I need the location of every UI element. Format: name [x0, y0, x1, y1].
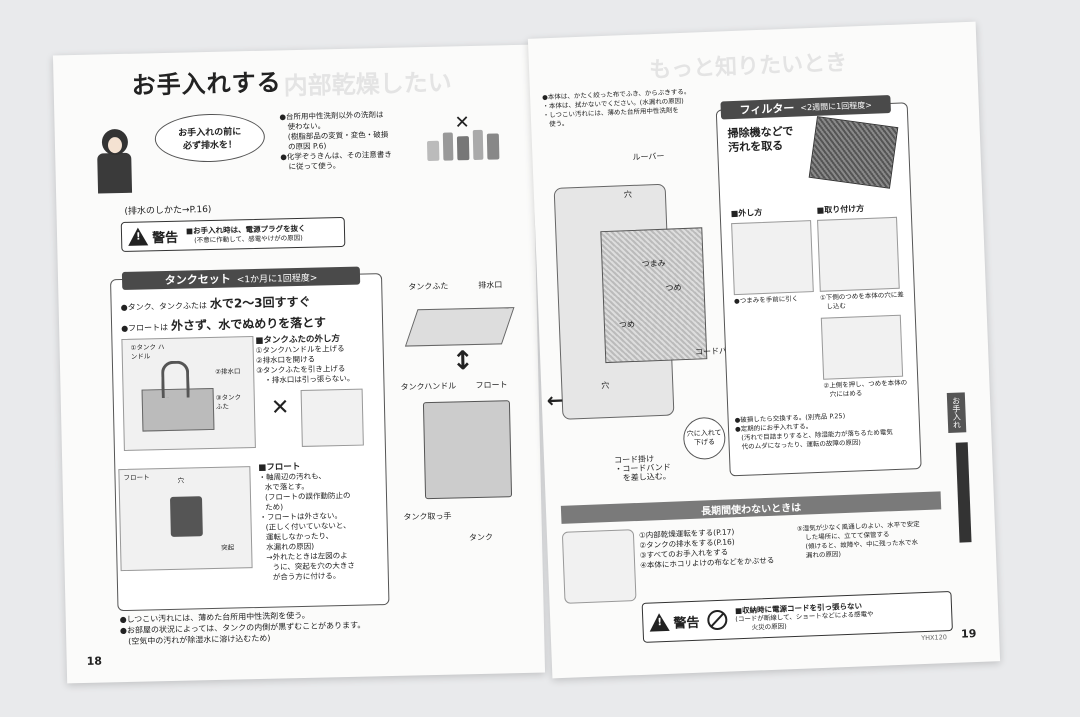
float-notes: ■フロート ・軸周辺の汚れも、水で落とす。(フロートの誤作動防止のため)・フロー… [258, 461, 355, 582]
body-notes: ●本体は、かたく絞った布でふき、からぶきする。・本体は、拭かないでください。(水… [541, 87, 691, 129]
tank-lid-diagram [404, 307, 515, 347]
hang-note: 穴に入れて下げる [682, 416, 727, 461]
ghost-title: もっと知りたいとき [648, 50, 848, 84]
tank-diagram [422, 400, 513, 500]
label-grip: タンク取っ手 [403, 511, 452, 522]
side-tab: お手入れ [946, 392, 967, 433]
attach-caption-2: ②上側を押し、つめを本体の穴にはめる [823, 378, 908, 399]
filter-panel-illustration [600, 227, 708, 364]
label-tab: つめ [665, 283, 682, 293]
warning-box: 警告 ■お手入れ時は、電源プラグを抜く (不意に作動して、感電やけがの原因) [120, 216, 346, 253]
up-down-arrow-icon: ↕ [451, 346, 475, 377]
label-tank-handle: タンクハンドル [400, 381, 457, 392]
label-float: フロート [475, 380, 508, 390]
storage-warning-box: 警告 ■収納時に電源コードを引っ張らない (コードが断線して、ショートなどによる… [641, 590, 953, 643]
page-number: 18 [86, 654, 103, 668]
prohibit-icon [706, 609, 728, 631]
long-term-steps: ①内部乾燥運転をする(P.17)②タンクの排水をする(P.16)③すべてのお手入… [638, 527, 775, 570]
prohibit-x-icon: ✕ [270, 395, 290, 421]
remove-illustration [731, 220, 814, 296]
pull-arrow-icon: ← [546, 387, 564, 413]
filter-clean-text: 掃除機などで汚れを取る [727, 124, 794, 155]
page-title: お手入れする [131, 68, 282, 100]
cord-hook-note: コード掛け・コードバンドを差し込む。 [613, 454, 672, 483]
long-term-header: 長期間使わないときは [560, 491, 942, 524]
label-tab-2: つめ [618, 319, 636, 330]
pull-prohibited-illustration [300, 388, 364, 447]
side-tab-dark [955, 442, 972, 543]
tank-lid-illustration: ①タンク ハンドル ②排水口 ③タンク ふた [121, 336, 256, 451]
left-page: 内部乾燥したい お手入れする お手入れの前に 必ず排水を！ ●台所用中性洗剤以外… [52, 44, 546, 684]
label-louver: ルーバー [632, 151, 665, 162]
warning-triangle-icon [649, 612, 670, 632]
filter-illustration [808, 116, 899, 189]
bottom-notes: ●しつこい汚れには、薄めた台所用中性洗剤を使う。●お部屋の状況によっては、タンク… [119, 610, 366, 646]
detergent-bottles-illustration: ✕ [424, 112, 510, 167]
label-hole: 穴 [623, 189, 633, 200]
warning-triangle-icon [127, 227, 149, 246]
person-illustration [97, 128, 135, 200]
label-hole-2: 穴 [601, 380, 610, 391]
ghost-title: 内部乾燥したい [283, 68, 452, 101]
speech-line-2: 必ず排水を！ [182, 140, 238, 152]
label-tank-lid: タンクふた [408, 281, 449, 292]
page-number: 19 [960, 627, 977, 641]
long-term-step-5: ⑤湿気が少なく風通しのよい、水平で安定した場所に、立てて保管する(傾けると、故障… [796, 520, 920, 560]
remove-label: ■外し方 [730, 207, 763, 219]
model-number: YHX120 [921, 633, 948, 643]
notes: ●台所用中性洗剤以外の洗剤は使わない。(樹脂部品の変質・変色・破損の原因 P.6… [279, 110, 392, 172]
label-drain-port: 排水口 [478, 280, 503, 290]
float-illustration: フロート 穴 突起 [118, 466, 253, 572]
prohibit-x-icon: ✕ [454, 112, 470, 134]
attach-illustration-1 [817, 216, 900, 292]
right-page: もっと知りたいとき ●本体は、かたく絞った布でふき、からぶきする。・本体は、拭か… [527, 21, 1001, 679]
attach-caption-1: ①下側のつめを本体の穴に差し込む [819, 290, 904, 311]
filter-notes: ●破損したら交換する。(別売品 P.25)●定期的にお手入れする。(汚れで目詰ま… [734, 411, 893, 451]
speech-bubble: お手入れの前に 必ず排水を！ [154, 112, 266, 164]
label-tank: タンク [468, 532, 494, 543]
label-knob: つまみ [641, 258, 666, 269]
attach-label: ■取り付け方 [816, 204, 865, 215]
storage-illustration [561, 529, 637, 604]
drain-reference: (排水のしかた→P.16) [124, 204, 212, 217]
attach-illustration-2 [820, 314, 904, 380]
